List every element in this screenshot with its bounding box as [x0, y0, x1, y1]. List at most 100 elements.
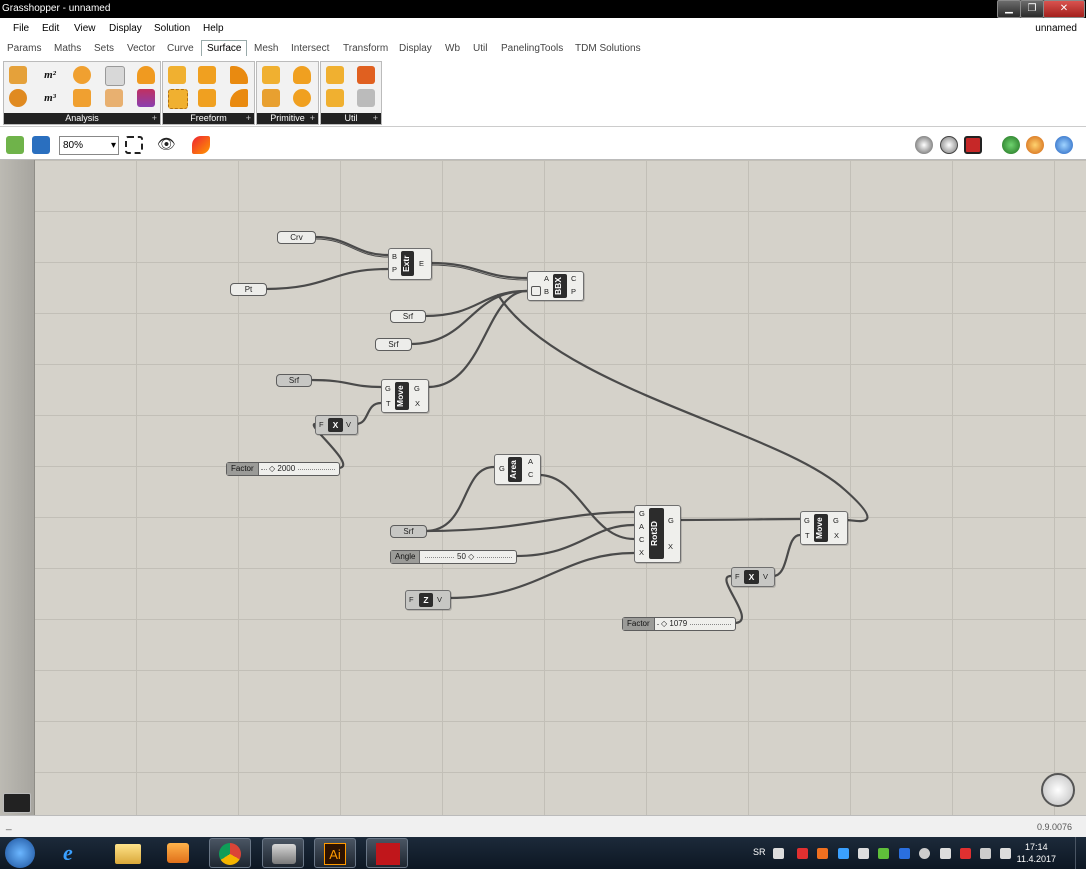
- tab-util[interactable]: Util: [473, 43, 488, 54]
- angle-slider[interactable]: Angle 50 ◇: [390, 550, 517, 564]
- cap-holes-icon[interactable]: [326, 66, 344, 84]
- input-port[interactable]: T: [805, 531, 810, 540]
- language-indicator[interactable]: SR: [753, 847, 766, 857]
- multiply-component-1[interactable]: F X V: [315, 415, 358, 435]
- open-file-icon[interactable]: [6, 136, 24, 154]
- material-preview-icon[interactable]: [1026, 136, 1044, 154]
- output-port[interactable]: X: [415, 399, 421, 408]
- input-port[interactable]: X: [639, 548, 645, 557]
- output-port[interactable]: C: [571, 274, 577, 283]
- start-button[interactable]: [5, 838, 35, 868]
- taskbar-illustrator[interactable]: Ai: [314, 838, 356, 868]
- output-port[interactable]: V: [437, 595, 443, 604]
- zoom-dropdown[interactable]: 80%▾: [59, 136, 119, 155]
- curve-param[interactable]: Crv: [277, 231, 316, 244]
- input-port[interactable]: G: [499, 464, 505, 473]
- menu-view[interactable]: View: [74, 23, 96, 34]
- bounding-box-icon[interactable]: [262, 66, 280, 84]
- security-tray-icon[interactable]: [899, 848, 910, 859]
- area-icon[interactable]: m²: [44, 69, 56, 81]
- canvas-widget-icon[interactable]: [3, 793, 31, 813]
- input-port[interactable]: G: [639, 509, 645, 518]
- menu-file[interactable]: File: [13, 23, 30, 34]
- surface-closest-point-icon[interactable]: [73, 89, 91, 107]
- sphere-icon[interactable]: [293, 89, 311, 107]
- output-port[interactable]: G: [833, 516, 839, 525]
- tray-app-icon[interactable]: [858, 848, 869, 859]
- minimize-button[interactable]: ▁: [997, 0, 1021, 18]
- input-option-icon[interactable]: [531, 286, 541, 296]
- move-component-1[interactable]: G T Move G X: [381, 379, 429, 413]
- tab-vector[interactable]: Vector: [127, 43, 156, 54]
- keyboard-icon[interactable]: [773, 848, 784, 859]
- tray-app-icon[interactable]: [817, 848, 828, 859]
- taskbar-chrome[interactable]: [209, 838, 251, 868]
- tab-wb[interactable]: Wb: [445, 43, 460, 54]
- factor-slider-1[interactable]: Factor ◇ 2000: [226, 462, 340, 476]
- surface-param-3[interactable]: Srf: [375, 338, 412, 351]
- menu-solution[interactable]: Solution: [154, 23, 191, 34]
- area-component[interactable]: G Area A C: [494, 454, 541, 485]
- volume-icon[interactable]: m³: [44, 92, 56, 104]
- surface-points-icon[interactable]: [105, 89, 123, 107]
- shaded-preview-icon[interactable]: [940, 136, 958, 154]
- panel-expand-icon[interactable]: +: [151, 113, 157, 123]
- taskbar-rhino[interactable]: [262, 838, 304, 868]
- output-port[interactable]: X: [668, 542, 674, 551]
- input-port[interactable]: B: [544, 287, 550, 296]
- panel-expand-icon[interactable]: +: [245, 113, 251, 123]
- boundary-surfaces-icon[interactable]: [198, 66, 216, 84]
- loft-icon[interactable]: [198, 89, 216, 107]
- taskbar-media-player[interactable]: [158, 838, 200, 868]
- tray-app-icon[interactable]: [919, 848, 930, 859]
- brep-closest-point-icon[interactable]: [73, 66, 91, 84]
- menu-edit[interactable]: Edit: [42, 23, 60, 34]
- factor-slider-2[interactable]: Factor ◇ 1079: [622, 617, 736, 631]
- point-param[interactable]: Pt: [230, 283, 267, 296]
- nvidia-tray-icon[interactable]: [878, 848, 889, 859]
- tab-sets[interactable]: Sets: [94, 43, 115, 54]
- input-port[interactable]: F: [319, 420, 324, 429]
- selected-preview-icon[interactable]: [964, 136, 982, 154]
- extrude-icon[interactable]: [230, 66, 248, 84]
- input-port[interactable]: G: [804, 516, 810, 525]
- zoom-extents-icon[interactable]: [125, 136, 143, 154]
- menu-help[interactable]: Help: [203, 23, 224, 34]
- deconstruct-brep-icon[interactable]: [105, 66, 125, 86]
- volume-moments-icon[interactable]: [9, 89, 27, 107]
- output-port[interactable]: P: [571, 287, 577, 296]
- offset-surface-icon[interactable]: [357, 89, 375, 107]
- brep-join-icon[interactable]: [357, 66, 375, 84]
- sweep-icon[interactable]: [230, 89, 248, 107]
- evaluate-surface-icon[interactable]: [137, 66, 155, 84]
- box-analysis-icon[interactable]: [9, 66, 27, 84]
- input-port[interactable]: G: [385, 384, 391, 393]
- grasshopper-canvas[interactable]: Crv Pt Srf Srf Srf Srf B P Extr E A B BB…: [0, 160, 1086, 815]
- surface-param-1[interactable]: Srf: [276, 374, 312, 387]
- output-port[interactable]: A: [528, 457, 534, 466]
- tray-app-icon[interactable]: [940, 848, 951, 859]
- cylinder-icon[interactable]: [293, 66, 311, 84]
- action-center-icon[interactable]: [960, 848, 971, 859]
- panel-expand-icon[interactable]: +: [309, 113, 315, 123]
- input-port[interactable]: F: [409, 595, 414, 604]
- bounding-box-component[interactable]: A B BBX C P: [527, 271, 584, 301]
- mesh-quality-icon[interactable]: [1055, 136, 1073, 154]
- input-port[interactable]: F: [735, 572, 740, 581]
- panel-expand-icon[interactable]: +: [372, 113, 378, 123]
- menu-display[interactable]: Display: [109, 23, 142, 34]
- plane-surface-icon[interactable]: [262, 89, 280, 107]
- taskbar-internet-explorer[interactable]: e: [55, 838, 97, 868]
- tab-display[interactable]: Display: [399, 43, 432, 54]
- dimensions-icon[interactable]: [137, 89, 155, 107]
- network-surface-icon[interactable]: [168, 89, 188, 109]
- taskbar-file-explorer[interactable]: [107, 838, 149, 868]
- tab-transform[interactable]: Transform: [343, 43, 389, 54]
- save-file-icon[interactable]: [32, 136, 50, 154]
- preview-eye-icon[interactable]: 👁: [157, 136, 177, 153]
- system-clock[interactable]: 17:14 11.4.2017: [1017, 841, 1056, 865]
- input-port[interactable]: A: [639, 522, 645, 531]
- input-port[interactable]: T: [386, 399, 391, 408]
- output-port[interactable]: G: [668, 516, 674, 525]
- wireframe-preview-icon[interactable]: [915, 136, 933, 154]
